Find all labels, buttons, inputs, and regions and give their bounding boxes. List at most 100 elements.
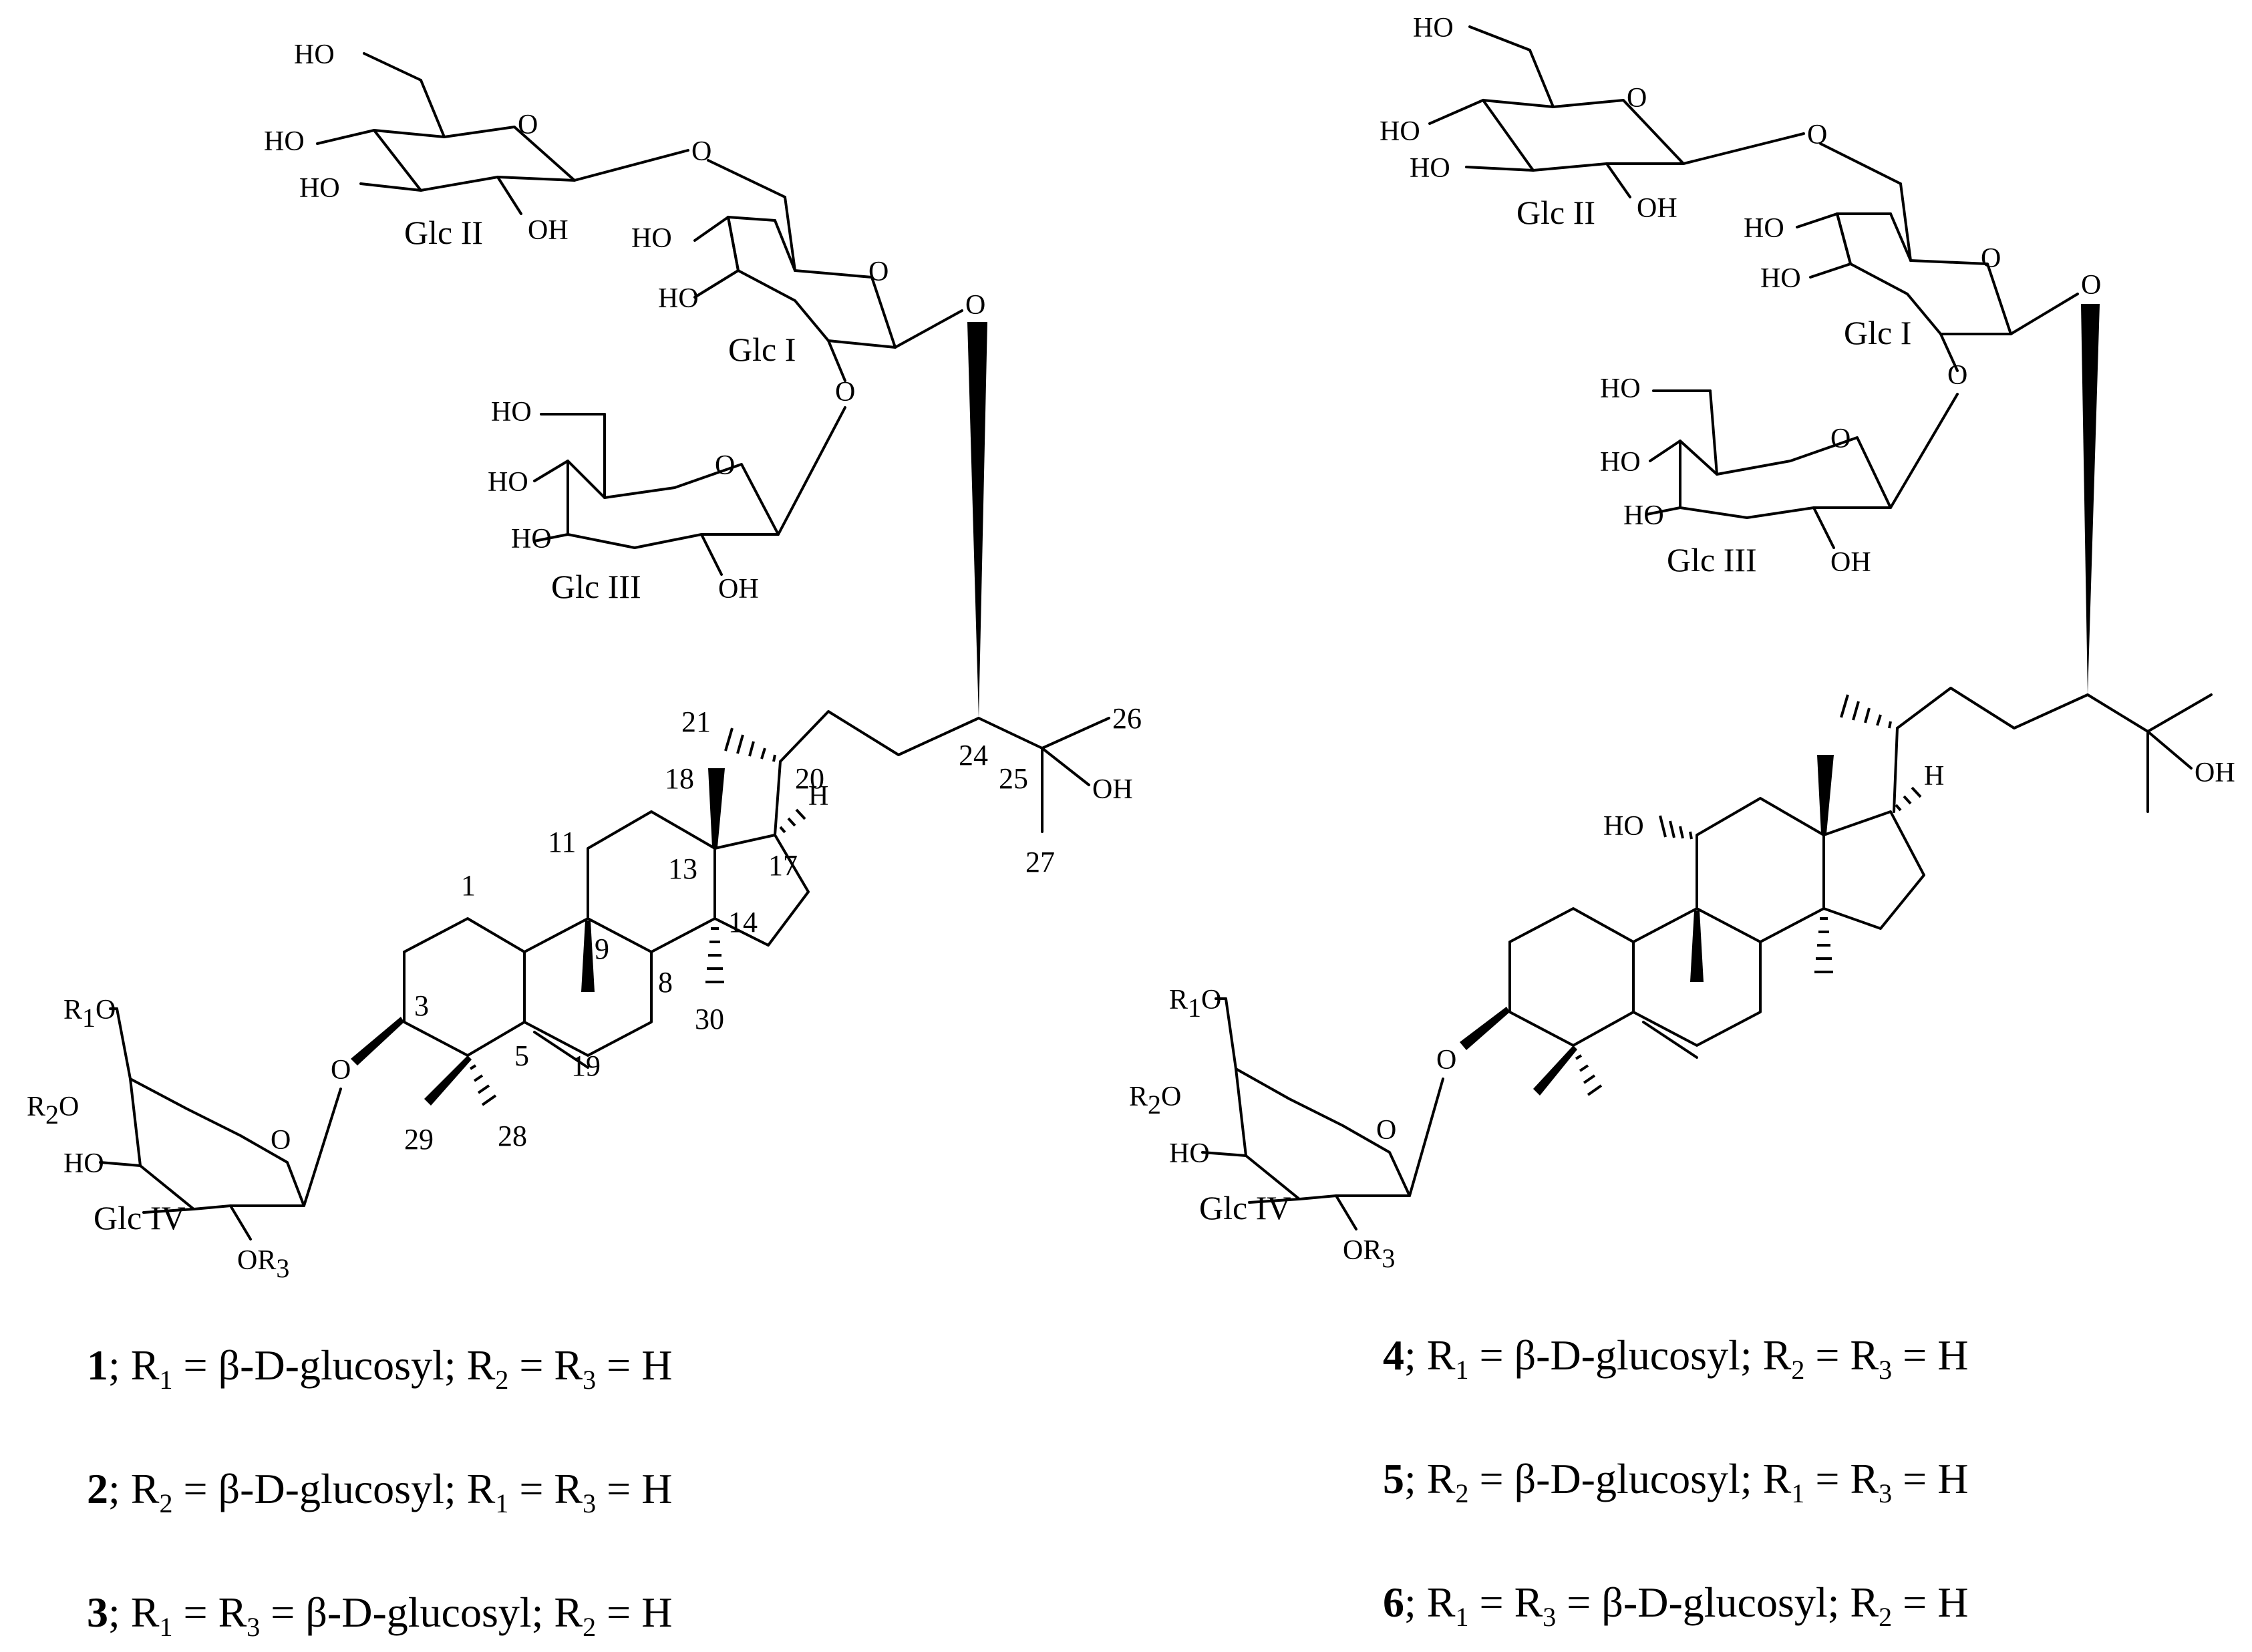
left-glc4-r1o: R1O bbox=[63, 995, 116, 1033]
left-glc1-o-c24: O bbox=[965, 290, 985, 321]
left-glc4-r2o: R2O bbox=[27, 1092, 79, 1130]
left-c20-label: 20 bbox=[795, 762, 824, 795]
left-c1-label: 1 bbox=[461, 869, 476, 902]
right-glc1-ho-b: HO bbox=[1760, 263, 1801, 294]
left-h17: H bbox=[808, 781, 828, 812]
right-glc3-ho-c: HO bbox=[1623, 500, 1664, 531]
caption-2: 2; R2 = β-D-glucosyl; R1 = R3 = H bbox=[87, 1465, 672, 1518]
right-glc1-ring-o: O bbox=[1981, 243, 2001, 274]
caption-3: 3; R1 = R3 = β-D-glucosyl; R2 = H bbox=[87, 1589, 672, 1642]
left-c11-label: 11 bbox=[548, 826, 576, 858]
left-glc3-oh: OH bbox=[718, 574, 759, 605]
right-h17: H bbox=[1924, 761, 1944, 792]
right-glc4-r1o: R1O bbox=[1169, 985, 1221, 1023]
left-c21-label: 21 bbox=[681, 705, 711, 738]
caption-1: 1; R1 = β-D-glucosyl; R2 = R3 = H bbox=[87, 1341, 672, 1395]
left-glc4-ring-o: O bbox=[271, 1125, 291, 1156]
right-glc4-o-c3: O bbox=[1436, 1045, 1456, 1076]
right-glc3-ho-b: HO bbox=[1600, 447, 1641, 478]
left-glc2-oh: OH bbox=[528, 215, 569, 246]
right-glc4-name: Glc IV bbox=[1199, 1189, 1291, 1226]
left-glc4-ho: HO bbox=[63, 1148, 104, 1179]
left-glc3-ring-o: O bbox=[715, 450, 735, 481]
captions: 1; R1 = β-D-glucosyl; R2 = R3 = H 2; R2 … bbox=[87, 1331, 1968, 1642]
right-glc4-ho: HO bbox=[1169, 1138, 1210, 1169]
right-structure: HO HO HO O OH Glc II O HO HO O Glc I O O bbox=[1129, 13, 2235, 1273]
left-glc2-name: Glc II bbox=[404, 214, 483, 251]
left-wedge-c24 bbox=[967, 322, 987, 718]
left-c9-label: 9 bbox=[595, 933, 609, 965]
right-oh25: OH bbox=[2195, 758, 2235, 788]
caption-5: 5; R2 = β-D-glucosyl; R1 = R3 = H bbox=[1383, 1455, 1968, 1508]
right-glc2-ring-o: O bbox=[1627, 83, 1647, 114]
right-glc1-ho-a: HO bbox=[1744, 213, 1784, 244]
left-glc2-link-o: O bbox=[691, 136, 711, 167]
right-glc3-ring-o: O bbox=[1830, 424, 1851, 454]
right-side-chain: OH bbox=[1840, 687, 2235, 813]
left-c17-label: 17 bbox=[768, 849, 798, 882]
left-c8-label: 8 bbox=[658, 966, 673, 999]
left-c27-label: 27 bbox=[1025, 846, 1055, 878]
left-c19-label: 19 bbox=[571, 1049, 601, 1082]
left-c30-label: 30 bbox=[695, 1003, 724, 1035]
left-glc1-name: Glc I bbox=[728, 331, 796, 368]
left-structure: HO HO HO O OH Glc II O HO HO O Glc I O O bbox=[27, 39, 1142, 1283]
left-glc2-ho-b: HO bbox=[264, 126, 305, 157]
left-glc1-ho-b: HO bbox=[658, 283, 699, 314]
left-steroid-core: 1 3 5 8 9 11 13 14 17 18 19 29 28 30 H bbox=[351, 762, 828, 1156]
caption-6: 6; R1 = R3 = β-D-glucosyl; R2 = H bbox=[1383, 1579, 1968, 1632]
left-c26-label: 26 bbox=[1112, 702, 1142, 735]
left-c29-label: 29 bbox=[404, 1123, 434, 1156]
left-c3-label: 3 bbox=[414, 989, 429, 1022]
left-glc2-ho-a: HO bbox=[294, 39, 335, 70]
left-oh25: OH bbox=[1092, 774, 1133, 805]
left-glc1-ring-o: O bbox=[868, 257, 889, 287]
left-glc4-ring: R1O R2O HO O OR3 Glc IV O bbox=[27, 995, 351, 1283]
left-glc3-ring: HO HO HO O OH Glc III bbox=[488, 397, 846, 605]
left-glc3-name: Glc III bbox=[551, 568, 641, 605]
left-glc2-ring-o: O bbox=[518, 110, 538, 140]
right-steroid-core: HO H bbox=[1460, 755, 1944, 1096]
right-glc3-ring: HO HO HO O OH Glc III bbox=[1600, 373, 1959, 579]
right-glc4-or3: OR3 bbox=[1343, 1235, 1395, 1273]
right-glc2-name: Glc II bbox=[1516, 194, 1595, 231]
left-glc1-ho-a: HO bbox=[631, 223, 672, 254]
left-c25-label: 25 bbox=[999, 762, 1028, 795]
right-glc4-r2o: R2O bbox=[1129, 1082, 1181, 1120]
left-c5-label: 5 bbox=[514, 1039, 529, 1072]
right-glc4-ring: R1O R2O HO O OR3 Glc IV O bbox=[1129, 985, 1456, 1273]
left-c18-label: 18 bbox=[665, 762, 694, 795]
left-side-chain: 21 20 24 25 26 27 OH bbox=[681, 702, 1142, 878]
right-glc2-ho-a: HO bbox=[1413, 13, 1454, 43]
right-glc1-ring: HO HO O Glc I O O bbox=[1744, 142, 2101, 391]
left-c28-label: 28 bbox=[498, 1120, 527, 1152]
right-glc1-o-c24: O bbox=[2081, 270, 2101, 301]
left-glc2-ho-c: HO bbox=[299, 173, 340, 204]
right-glc2-ho-b: HO bbox=[1380, 116, 1420, 147]
left-glc1-o-glc3: O bbox=[835, 377, 855, 407]
right-glc2-ring: HO HO HO O OH Glc II O bbox=[1380, 13, 1827, 231]
left-c24-label: 24 bbox=[959, 739, 988, 772]
left-c13-label: 13 bbox=[668, 852, 697, 885]
right-glc2-oh: OH bbox=[1637, 193, 1677, 224]
caption-4: 4; R1 = β-D-glucosyl; R2 = R3 = H bbox=[1383, 1331, 1968, 1385]
right-glc4-ring-o: O bbox=[1376, 1115, 1396, 1146]
left-glc4-or3: OR3 bbox=[237, 1245, 289, 1283]
left-glc2-ring: HO HO HO O OH Glc II O bbox=[264, 39, 711, 251]
left-glc3-ho-b: HO bbox=[488, 467, 528, 498]
left-glc4-o-c3: O bbox=[331, 1055, 351, 1086]
right-wedge-c24 bbox=[2081, 304, 2100, 695]
left-glc4-name: Glc IV bbox=[94, 1199, 185, 1236]
right-glc2-ho-c: HO bbox=[1410, 153, 1450, 184]
left-glc1-ring: HO HO O Glc I O O bbox=[631, 159, 985, 407]
right-ho11: HO bbox=[1603, 811, 1644, 842]
left-glc3-ho-c: HO bbox=[511, 524, 552, 554]
right-glc1-name: Glc I bbox=[1844, 314, 1911, 351]
right-glc3-ho-a: HO bbox=[1600, 373, 1641, 404]
right-glc1-o-glc3: O bbox=[1947, 360, 1967, 391]
left-c14-label: 14 bbox=[728, 906, 758, 939]
right-glc3-oh: OH bbox=[1830, 547, 1871, 578]
right-glc3-name: Glc III bbox=[1667, 541, 1757, 579]
left-glc3-ho-a: HO bbox=[491, 397, 532, 428]
